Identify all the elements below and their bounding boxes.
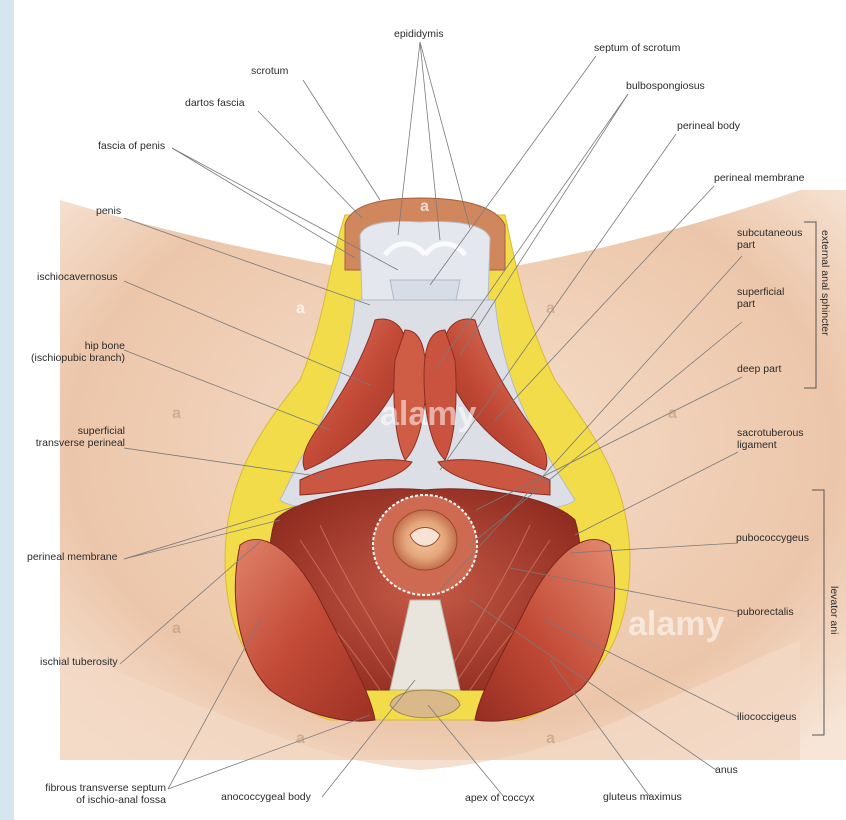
- watermark-right: alamy: [628, 605, 724, 644]
- label-anococcygeal-body: anococcygeal body: [221, 791, 311, 803]
- label-anus: anus: [715, 764, 738, 776]
- label-pubococcygeus: pubococcygeus: [736, 532, 809, 544]
- label-external-anal-sphincter: external anal sphincter: [819, 230, 831, 336]
- watermark-letter-1: a: [172, 405, 181, 423]
- label-ischiocavernosus: ischiocavernosus: [37, 271, 118, 283]
- label-dartos-fascia: dartos fascia: [185, 97, 245, 109]
- label-fascia-of-penis: fascia of penis: [98, 140, 165, 152]
- label-penis: penis: [96, 205, 121, 217]
- label-perineal-membrane-top: perineal membrane: [714, 172, 804, 184]
- label-epididymis: epididymis: [394, 28, 444, 40]
- watermark-center: alamy: [380, 395, 476, 434]
- label-fibrous-transverse-septum: fibrous transverse septum of ischio-anal…: [14, 782, 166, 806]
- label-ischial-tuberosity: ischial tuberosity: [40, 656, 118, 668]
- label-perineal-membrane-left: perineal membrane: [27, 551, 117, 563]
- label-septum-of-scrotum: septum of scrotum: [594, 42, 680, 54]
- coccyx: [390, 690, 460, 718]
- label-subcutaneous-part: subcutaneous part: [737, 227, 802, 251]
- watermark-letter-7: a: [668, 405, 677, 423]
- label-superficial-part: superficial part: [737, 286, 784, 310]
- label-superficial-transverse-perineal: superficial transverse perineal: [22, 425, 125, 449]
- label-deep-part: deep part: [737, 363, 781, 375]
- watermark-letter-2: a: [172, 620, 181, 638]
- watermark-letter-8: a: [420, 198, 429, 216]
- label-gluteus-maximus: gluteus maximus: [603, 791, 682, 803]
- label-puborectalis: puborectalis: [737, 606, 794, 618]
- label-sacrotuberous-ligament: sacrotuberous ligament: [737, 427, 804, 451]
- watermark-letter-4: a: [296, 730, 305, 748]
- label-bulbospongiosus: bulbospongiosus: [626, 80, 705, 92]
- watermark-letter-6: a: [546, 730, 555, 748]
- label-hip-bone: hip bone (ischiopubic branch): [22, 340, 125, 364]
- watermark-letter-3: a: [296, 300, 305, 318]
- label-perineal-body: perineal body: [677, 120, 740, 132]
- watermark-letter-5: a: [546, 300, 555, 318]
- label-iliococcigeus: iliococcigeus: [737, 711, 797, 723]
- label-apex-of-coccyx: apex of coccyx: [465, 792, 534, 804]
- label-levator-ani: levator ani: [828, 586, 840, 634]
- label-scrotum: scrotum: [251, 65, 288, 77]
